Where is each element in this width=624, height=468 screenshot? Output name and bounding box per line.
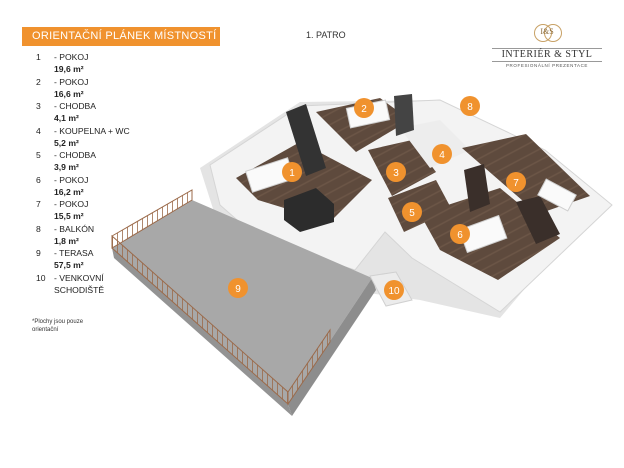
logo-name: INTERIÉR & STYL xyxy=(492,48,602,62)
legend-room-area: 16,6 m² xyxy=(54,88,84,99)
marker-9: 9 xyxy=(228,278,248,298)
marker-4: 4 xyxy=(432,144,452,164)
legend-room-area: 57,5 m² xyxy=(54,260,84,270)
marker-label: 3 xyxy=(393,168,399,179)
legend-number: 4 xyxy=(36,125,41,136)
terrace-floor xyxy=(112,200,372,404)
terrace-railing-right xyxy=(287,328,331,406)
legend-room-name: - POKOJ xyxy=(54,199,89,209)
legend-number: 6 xyxy=(36,174,41,185)
marker-10: 10 xyxy=(384,280,404,300)
legend-room-area: 15,5 m² xyxy=(54,211,84,221)
terrace-edge xyxy=(288,278,376,416)
legend-room-name: - KOUPELNA + WC xyxy=(54,125,130,136)
legend-room-name-cont: SCHODIŠTĚ xyxy=(54,284,105,295)
area-note-line: *Plochy jsou pouze xyxy=(32,319,84,325)
legend-room-area: 19,6 m² xyxy=(54,64,84,74)
logo-subtitle: PROFESIONÁLNÍ PREZENTACE xyxy=(505,63,589,68)
legend-number: 8 xyxy=(36,223,41,234)
marker-label: 8 xyxy=(467,102,473,113)
marker-5: 5 xyxy=(402,202,422,222)
floor-label: 1. PATRO xyxy=(306,30,346,40)
marker-8: 8 xyxy=(460,96,480,116)
area-note-line: orientační xyxy=(32,327,59,333)
marker-6: 6 xyxy=(450,224,470,244)
legend-room-area: 4,1 m² xyxy=(54,113,79,123)
wardrobe-room-6 xyxy=(516,196,560,244)
legend-room-name: - CHODBA xyxy=(54,101,97,111)
marker-7: 7 xyxy=(506,172,526,192)
marker-2: 2 xyxy=(354,98,374,118)
legend-number: 9 xyxy=(36,248,41,258)
legend-number: 3 xyxy=(36,101,41,111)
wardrobe-room-2 xyxy=(394,94,414,136)
marker-label: 2 xyxy=(361,104,367,115)
logo-monogram-icon: I&S xyxy=(532,24,562,42)
legend-room-name: - BALKÓN xyxy=(54,223,95,234)
legend-room-name: - VENKOVNÍ xyxy=(54,272,104,283)
wardrobe-room-1 xyxy=(286,104,326,176)
logo-monogram: I&S xyxy=(540,27,554,36)
marker-label: 5 xyxy=(409,208,415,219)
company-logo: I&S INTERIÉR & STYL PROFESIONÁLNÍ PREZEN… xyxy=(492,24,602,70)
marker-label: 6 xyxy=(457,230,463,241)
bed-room-7 xyxy=(537,178,577,212)
terrace-edge-left xyxy=(112,248,292,416)
legend-room-area: 3,9 m² xyxy=(54,162,79,172)
legend-number: 5 xyxy=(36,150,41,160)
legend-room-name: - POKOJ xyxy=(54,174,89,185)
area-note: *Plochy jsou pouze orientační xyxy=(32,318,83,334)
legend-room-name: - POKOJ xyxy=(54,76,89,87)
marker-3: 3 xyxy=(386,162,406,182)
marker-label: 10 xyxy=(388,286,400,297)
marker-label: 9 xyxy=(235,284,241,295)
room-floor-4 xyxy=(400,120,470,168)
legend-number: 10 xyxy=(36,272,46,283)
marker-label: 1 xyxy=(289,168,295,179)
marker-1: 1 xyxy=(282,162,302,182)
marker-label: 7 xyxy=(513,178,519,189)
furniture-room-1 xyxy=(284,188,334,232)
legend-room-name: - TERASA xyxy=(54,248,94,258)
wardrobe-room-7 xyxy=(464,164,490,212)
legend-number: 2 xyxy=(36,76,41,87)
marker-label: 4 xyxy=(439,150,445,161)
legend-room-area: 16,2 m² xyxy=(54,186,84,197)
legend-number: 1 xyxy=(36,52,41,62)
room-floor-1 xyxy=(236,142,372,222)
legend-room-area: 1,8 m² xyxy=(54,235,79,246)
plan-title: ORIENTAČNÍ PLÁNEK MÍSTNOSTÍ xyxy=(22,27,220,46)
legend-room-name: - CHODBA xyxy=(54,150,97,160)
legend-number: 7 xyxy=(36,199,41,209)
legend-room-name: - POKOJ xyxy=(54,52,89,62)
legend-room-area: 5,2 m² xyxy=(54,137,79,148)
